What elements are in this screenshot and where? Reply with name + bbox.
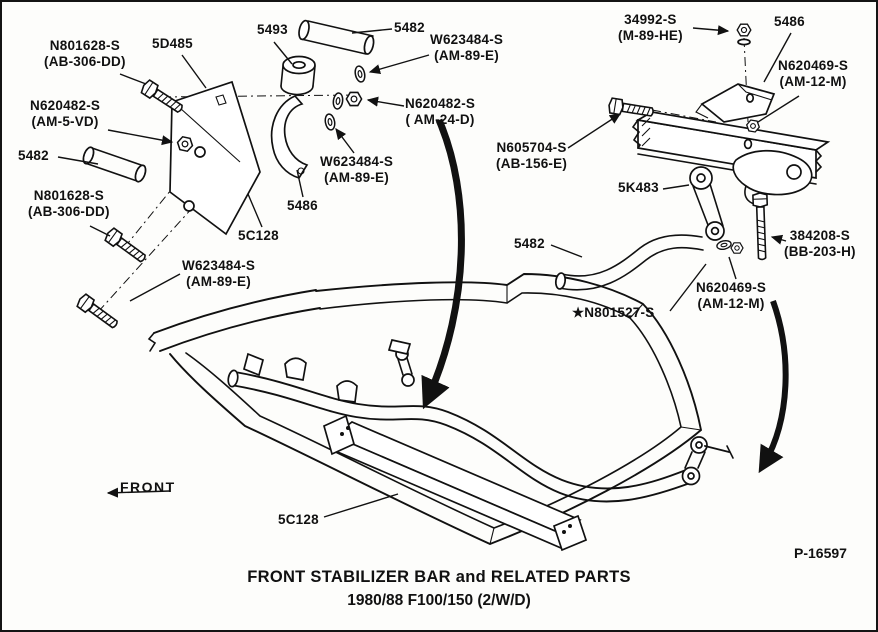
- part-label-n620482-left: N620482-S (AM-5-VD): [30, 98, 100, 130]
- part-label-n801628-top: N801628-S (AB-306-DD): [44, 38, 126, 70]
- part-label-5482-right: 5482: [514, 236, 545, 252]
- part-label-5493: 5493: [257, 22, 288, 38]
- part-number: N605704-S: [496, 140, 567, 155]
- part-number: 5482: [514, 236, 545, 251]
- long-bolt-icon: [752, 191, 770, 261]
- part-label-34992: 34992-S (M-89-HE): [618, 12, 683, 44]
- part-label-w623484-mid: W623484-S (AM-89-E): [320, 154, 393, 186]
- part-code: (AB-306-DD): [44, 54, 126, 69]
- front-direction-label: FRONT: [120, 479, 176, 495]
- figure-number: P-16597: [794, 545, 847, 561]
- flow-arrow-center: [421, 118, 465, 410]
- part-label-n620469-top: N620469-S (AM-12-M): [778, 58, 848, 90]
- part-number: 5K483: [618, 180, 659, 195]
- part-code: (BB-203-H): [784, 244, 856, 259]
- part-number: W623484-S: [430, 32, 504, 47]
- part-number: 5C128: [238, 228, 279, 243]
- part-number: N801628-S: [49, 38, 120, 53]
- stabilizer-bar-illustration: [227, 369, 734, 503]
- part-label-w623484-bottom: W623484-S (AM-89-E): [182, 258, 255, 290]
- figure-title: FRONT STABILIZER BAR and RELATED PARTS: [247, 568, 631, 586]
- part-code: (AB-156-E): [496, 156, 568, 171]
- part-label-5d485: 5D485: [152, 36, 193, 52]
- part-code: (AM-89-E): [324, 170, 389, 185]
- part-label-n801628-bottom: N801628-S (AB-306-DD): [28, 188, 110, 220]
- part-number: N620482-S: [405, 96, 476, 111]
- part-label-5k483: 5K483: [618, 180, 659, 196]
- part-label-n605704: N605704-S (AB-156-E): [496, 140, 567, 172]
- flow-arrow-right: [758, 299, 789, 474]
- part-number: 384208-S: [789, 228, 850, 243]
- part-code: (M-89-HE): [618, 28, 683, 43]
- part-label-5486-right: 5486: [774, 14, 805, 30]
- part-number: 5486: [287, 198, 318, 213]
- part-number: N620482-S: [30, 98, 101, 113]
- part-number: 5486: [774, 14, 805, 29]
- figure-subtitle: 1980/88 F100/150 (2/W/D): [347, 592, 531, 609]
- part-number: 5D485: [152, 36, 193, 51]
- front-direction-arrow: [106, 487, 171, 498]
- nut-icon: [736, 23, 752, 37]
- part-code: (AM-12-M): [697, 296, 765, 311]
- part-number: 5482: [18, 148, 49, 163]
- part-number: 34992-S: [624, 12, 677, 27]
- part-number: N620469-S: [778, 58, 849, 73]
- part-number: 5482: [394, 20, 425, 35]
- part-number: N801628-S: [33, 188, 104, 203]
- washer-icon: [715, 238, 733, 252]
- part-code: (AB-306-DD): [28, 204, 110, 219]
- part-number: 5C128: [278, 512, 319, 527]
- part-label-5c128-bottom: 5C128: [278, 512, 319, 528]
- part-label-5482-top: 5482: [394, 20, 425, 36]
- part-label-n620469-bottom: N620469-S (AM-12-M): [696, 280, 766, 312]
- upper-left-exploded-view: [74, 19, 375, 333]
- bolt-icon: [74, 292, 122, 333]
- part-number: 5493: [257, 22, 288, 37]
- part-number: ★N801527-S: [572, 305, 655, 320]
- upper-right-exploded-view: [554, 23, 831, 291]
- part-code: (AM-5-VD): [31, 114, 99, 129]
- bolt-icon: [102, 226, 150, 267]
- part-label-5486-left: 5486: [287, 198, 318, 214]
- part-number: W623484-S: [320, 154, 394, 169]
- truck-frame-illustration: [147, 273, 703, 546]
- crossmember-illustration: [322, 414, 588, 552]
- part-label-5482-left: 5482: [18, 148, 49, 164]
- leader-lines: [57, 25, 800, 518]
- nut-icon: [345, 91, 363, 107]
- part-number: N620469-S: [696, 280, 767, 295]
- bolt-icon: [138, 78, 187, 117]
- part-label-384208: 384208-S (BB-203-H): [784, 228, 856, 260]
- part-code: ( AM-24-D): [405, 112, 475, 127]
- washer-icon: [353, 64, 367, 84]
- part-label-w623484-top: W623484-S (AM-89-E): [430, 32, 503, 64]
- part-label-n801527: ★N801527-S: [572, 305, 654, 321]
- nut-icon: [730, 242, 744, 254]
- part-code: (AM-89-E): [186, 274, 251, 289]
- part-code: (AM-12-M): [779, 74, 847, 89]
- part-label-n620482-right: N620482-S ( AM-24-D): [405, 96, 475, 128]
- part-label-5c128-left: 5C128: [238, 228, 279, 244]
- washer-icon: [323, 112, 337, 132]
- part-code: (AM-89-E): [434, 48, 499, 63]
- part-number: W623484-S: [182, 258, 256, 273]
